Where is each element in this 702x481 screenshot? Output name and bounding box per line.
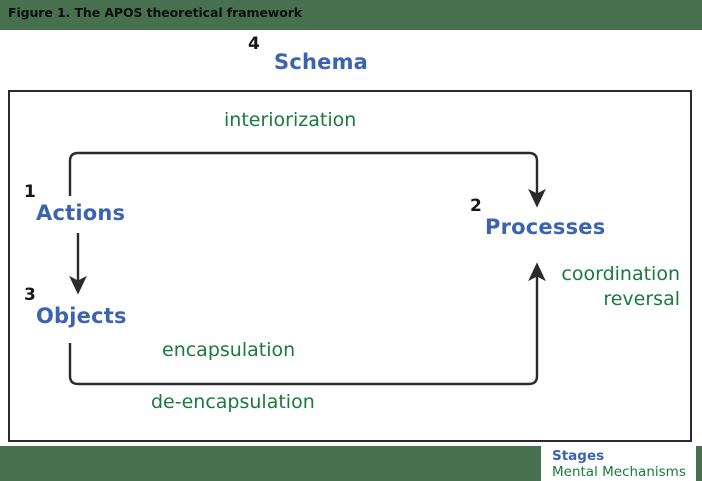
stage-label-schema: Schema	[274, 50, 369, 74]
stage-node-processes: 2 Processes	[465, 196, 645, 248]
stage-number-4: 4	[248, 34, 260, 54]
stage-number-1: 1	[24, 182, 36, 202]
stage-label-processes: Processes	[485, 215, 606, 239]
legend-item-mental-mechanisms: Mental Mechanisms	[552, 464, 686, 480]
mechanism-label-coordination: coordination	[561, 263, 680, 285]
stage-number-2: 2	[470, 196, 482, 216]
stage-node-objects: 3 Objects	[18, 285, 168, 337]
mechanism-label-interiorization: interiorization	[224, 109, 357, 131]
stage-node-actions: 1 Actions	[18, 182, 168, 234]
figure-caption: Figure 1. The APOS theoretical framework	[8, 5, 303, 20]
mechanism-label-encapsulation: encapsulation	[162, 339, 296, 361]
stage-number-3: 3	[24, 285, 36, 305]
stage-label-actions: Actions	[36, 201, 126, 225]
mechanism-label-reversal: reversal	[603, 288, 680, 310]
mechanism-label-coordination-reversal: coordination reversal	[498, 262, 680, 312]
stage-node-schema: 4 Schema	[248, 34, 438, 84]
figure-legend: Stages Mental Mechanisms	[541, 446, 696, 481]
figure-title-bar: Figure 1. The APOS theoretical framework	[0, 0, 702, 30]
mechanism-label-de-encapsulation: de-encapsulation	[151, 391, 315, 413]
legend-item-stages: Stages	[552, 448, 605, 464]
stage-label-objects: Objects	[36, 304, 127, 328]
